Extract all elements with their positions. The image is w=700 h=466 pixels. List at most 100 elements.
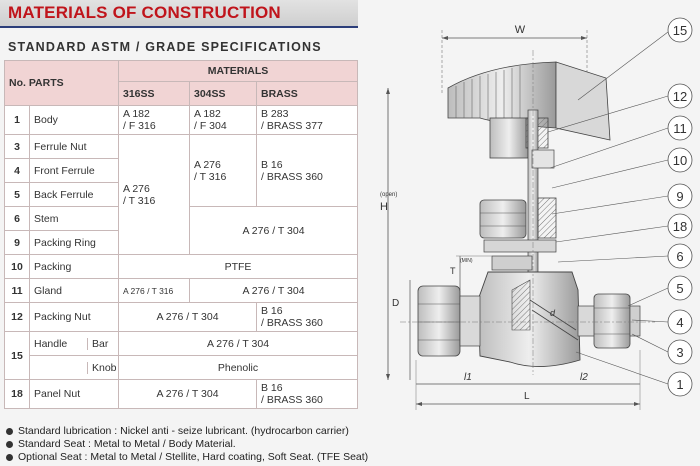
row-part: Front Ferrule [29, 158, 119, 183]
note-text: Optional Seat : Metal to Metal / Stellit… [18, 451, 369, 463]
bullet-icon [6, 427, 13, 435]
dim-h: H (open) [380, 88, 397, 380]
cell-304ss: A 182 / F 304 [189, 105, 257, 135]
row-number: 6 [4, 206, 30, 231]
row-number: 12 [4, 302, 30, 332]
dim-h-label: H [380, 201, 388, 213]
table-row: 10 Packing PTFE [4, 254, 358, 279]
cell-knob: Phenolic [118, 355, 358, 380]
table-row: 4 Front Ferrule [4, 158, 358, 183]
dim-t: T (MIN) [450, 255, 492, 290]
bullet-icon [6, 453, 13, 461]
callouts [547, 31, 669, 385]
dim-d-label: D [392, 298, 399, 309]
row-number: 10 [4, 254, 30, 279]
dim-t-sub: (MIN) [460, 258, 473, 264]
row-number: 1 [4, 105, 30, 135]
handle-label: Handle [34, 337, 68, 350]
table-row: 3 Ferrule Nut A 276 / T 316 A 276 / T 31… [4, 134, 358, 255]
cell-all: PTFE [118, 254, 358, 279]
notes: Standard lubrication : Nickel anti - sei… [6, 425, 368, 464]
dim-w: W [441, 24, 588, 95]
table-row: 18 Panel Nut A 276 / T 304 B 16 / BRASS … [4, 379, 358, 409]
row-number: 3 [4, 134, 30, 159]
dim-small-d-label: d [550, 308, 556, 318]
dim-d: D d [392, 280, 556, 380]
cell-brass: B 16 / BRASS 360 [256, 379, 358, 409]
callout-label: 6 [676, 249, 683, 264]
cell-brass-merged: B 16 / BRASS 360 [256, 134, 358, 207]
knob-label: Knob [87, 361, 117, 374]
packing-nut [479, 197, 557, 271]
cell-304ss-merged: A 276 / T 316 [189, 134, 257, 207]
cell-316ss: A 182 / F 316 [118, 105, 190, 135]
row-number: 9 [4, 230, 30, 255]
header-brass: BRASS [256, 81, 358, 106]
table-row: 11 Gland A 276 / T 316 A 276 / T 304 [4, 278, 358, 303]
dim-l-label: L [524, 391, 530, 402]
row-part: Handle Bar [29, 331, 119, 356]
left-fitting [417, 285, 481, 357]
dim-lengths: l1 l2 L [415, 350, 641, 410]
row-part: Packing [29, 254, 119, 279]
callout-label: 4 [676, 315, 683, 330]
row-part: Ferrule Nut [29, 134, 119, 159]
valve-body [477, 271, 581, 367]
table-row: Knob Phenolic [5, 355, 358, 380]
row-part: Back Ferrule [29, 182, 119, 207]
row-part: Packing Ring [29, 230, 119, 255]
callout-label: 11 [673, 121, 687, 136]
bullet-icon [6, 440, 13, 448]
callout-label: 1 [676, 377, 683, 392]
callout-bubbles: 15 12 11 10 9 18 6 5 4 3 1 [667, 17, 693, 397]
bar-label: Bar [87, 337, 114, 350]
row-part: Knob [29, 355, 119, 380]
row-number: 11 [4, 278, 30, 303]
cell-316ss: A 276 / T 316 [118, 278, 190, 303]
dim-t-label: T [450, 266, 456, 276]
row-number: 18 [4, 379, 30, 409]
row-part: Panel Nut [29, 379, 119, 409]
valve-drawing: W [380, 17, 693, 410]
page-title: MATERIALS OF CONSTRUCTION [8, 3, 281, 22]
title-strip [0, 0, 358, 26]
cell-304-brass-merged: A 276 / T 304 [189, 206, 358, 255]
dim-l2-label: l2 [580, 372, 588, 383]
callout-label: 15 [673, 23, 687, 38]
row-part: Stem [29, 206, 119, 231]
header-316ss: 316SS [118, 81, 190, 106]
note-item: Standard Seat : Metal to Metal / Body Ma… [6, 438, 368, 451]
table-row: 1 Body A 182 / F 316 A 182 / F 304 B 283… [4, 105, 358, 135]
row-part: Packing Nut [29, 302, 119, 332]
cell-316ss-merged: A 276 / T 316 [118, 134, 190, 255]
table-subheader-row: 316SS 304SS BRASS [5, 81, 358, 106]
note-text: Standard lubrication : Nickel anti - sei… [18, 425, 349, 437]
header-no-parts: No. PARTS [4, 60, 119, 106]
note-item: Standard lubrication : Nickel anti - sei… [6, 425, 368, 438]
page-subtitle: STANDARD ASTM / GRADE SPECIFICATIONS [8, 40, 322, 54]
cell-rest: A 276 / T 304 [189, 278, 358, 303]
row-number: 15 [4, 331, 30, 380]
cell-brass: B 16 / BRASS 360 [256, 302, 358, 332]
dim-w-label: W [515, 24, 526, 36]
row-part: Gland [29, 278, 119, 303]
cell-brass: B 283 / BRASS 377 [256, 105, 358, 135]
table-row: 12 Packing Nut A 276 / T 304 B 16 / BRAS… [4, 302, 358, 332]
table-row: 6 Stem A 276 / T 304 [4, 206, 358, 255]
callout-label: 10 [673, 153, 687, 168]
header-304ss: 304SS [189, 81, 257, 106]
cell-bar: A 276 / T 304 [118, 331, 358, 356]
materials-table: No. PARTS MATERIALS 316SS 304SS BRASS 1 … [4, 60, 358, 409]
cell-ss: A 276 / T 304 [118, 379, 257, 409]
callout-label: 12 [673, 89, 687, 104]
note-item: Optional Seat : Metal to Metal / Stellit… [6, 451, 368, 464]
title-underline [0, 26, 358, 28]
row-number: 5 [4, 182, 30, 207]
note-text: Standard Seat : Metal to Metal / Body Ma… [18, 438, 236, 450]
callout-label: 3 [676, 345, 683, 360]
header-materials: MATERIALS [118, 60, 358, 82]
row-number: 4 [4, 158, 30, 183]
callout-label: 9 [676, 189, 683, 204]
title-bar: MATERIALS OF CONSTRUCTION [0, 0, 358, 30]
row-part: Body [29, 105, 119, 135]
